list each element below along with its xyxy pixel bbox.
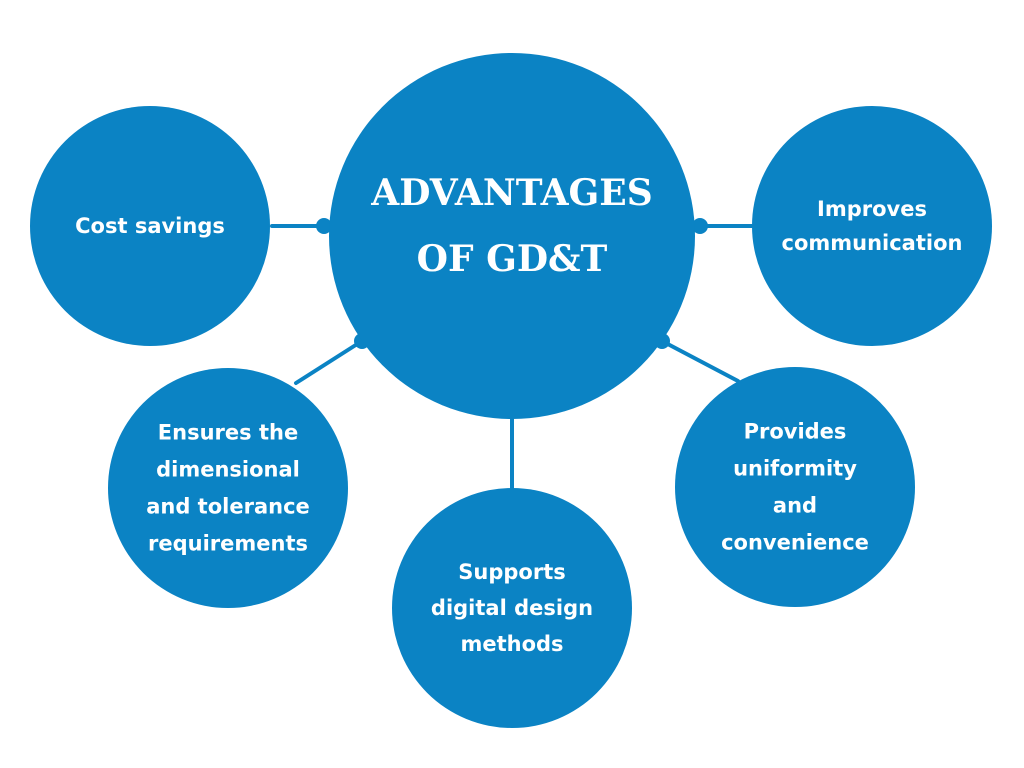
improves-communication-label: communication	[782, 231, 963, 255]
uniformity-convenience-label: convenience	[721, 531, 869, 555]
uniformity-convenience-label: and	[773, 494, 817, 518]
center-title-line: OF GD&T	[417, 238, 608, 280]
uniformity-convenience-label: uniformity	[733, 457, 857, 481]
improves-communication-circle	[752, 106, 992, 346]
uniformity-convenience-label: Provides	[744, 420, 847, 444]
connector-line	[294, 339, 364, 385]
connector-dot	[316, 218, 332, 234]
connector-line	[660, 339, 740, 383]
digital-design-label: methods	[460, 632, 563, 656]
digital-design-label: Supports	[458, 560, 565, 584]
dimensional-tolerance-label: dimensional	[156, 458, 300, 482]
digital-design-label: digital design	[431, 596, 593, 620]
cost-savings-label: Cost savings	[75, 214, 225, 238]
dimensional-tolerance-label: and tolerance	[146, 495, 310, 519]
digital-design-circle	[392, 488, 632, 728]
dimensional-tolerance-label: Ensures the	[158, 421, 298, 445]
dimensional-tolerance-label: requirements	[148, 532, 308, 556]
center-circle	[329, 53, 695, 419]
improves-communication-label: Improves	[817, 197, 927, 221]
cost-savings-circle	[30, 106, 270, 346]
dimensional-tolerance-circle	[108, 368, 348, 608]
node-labels: ADVANTAGES OF GD&T Cost savings Improves com…	[75, 172, 962, 656]
center-title-line: ADVANTAGES	[370, 172, 652, 214]
connector-dot	[692, 218, 708, 234]
node-circles	[30, 53, 992, 728]
uniformity-convenience-circle	[675, 367, 915, 607]
